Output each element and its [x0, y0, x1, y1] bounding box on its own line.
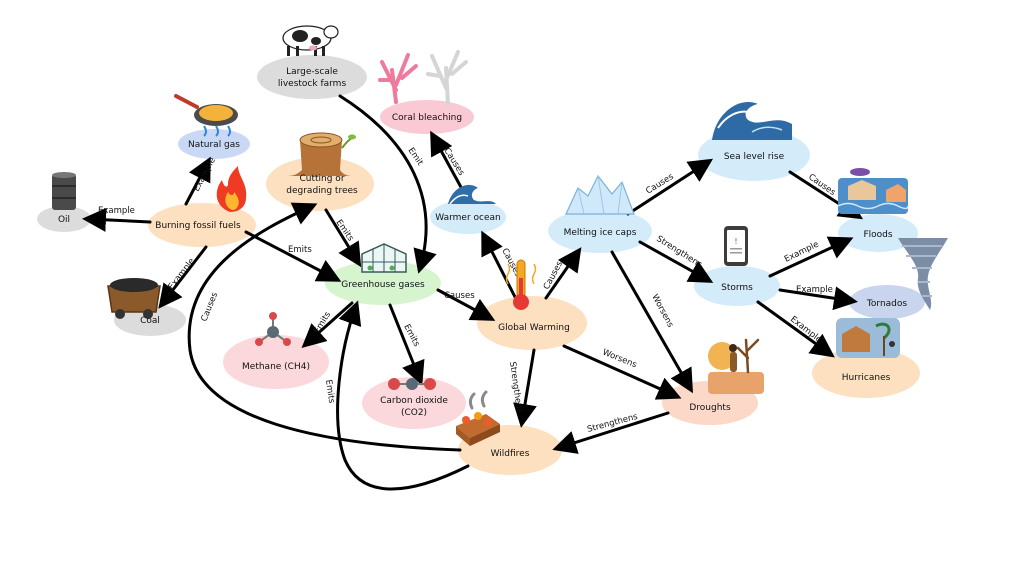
edge-label-storms-hurricanes: Example [788, 314, 823, 345]
edge-droughts-wildfires [552, 411, 670, 454]
edge-global-warming-melting [544, 247, 582, 300]
fire-icon [216, 166, 247, 212]
edge-greenhouse-global-warming [436, 288, 496, 321]
node-coral-bleaching [380, 100, 474, 134]
edge-trees-greenhouse [324, 208, 362, 268]
edge-storms-tornados [778, 286, 858, 311]
edge-label-fossil-greenhouse: Emits [288, 245, 312, 255]
methane-molecule-icon [255, 312, 291, 346]
edge-global-warming-wildfires [513, 348, 537, 428]
edge-label-wildfires-trees: Causes [200, 290, 221, 323]
edge-wildfires-greenhouse [336, 300, 470, 491]
label-tornados: Tornados [866, 299, 907, 309]
node-trees [266, 157, 374, 211]
node-tornados [849, 285, 925, 319]
edge-label-fossil-coal: Example [166, 257, 197, 292]
label-co2-line1: Carbon dioxide [380, 396, 448, 406]
label-livestock-line2: livestock farms [278, 79, 347, 89]
label-floods: Floods [863, 230, 892, 240]
edge-label-greenhouse-global-warming: Causes [444, 291, 475, 301]
label-livestock-line1: Large-scale [286, 67, 338, 77]
edge-label-global-warming-droughts: Worsens [601, 348, 639, 371]
edge-greenhouse-co2 [388, 303, 425, 386]
edge-livestock-greenhouse [338, 94, 437, 274]
node-fossil [148, 203, 256, 247]
label-storms: Storms [721, 283, 753, 293]
node-greenhouse [325, 261, 441, 305]
label-coal: Coal [140, 316, 160, 326]
edge-label-storms-tornados: Example [796, 285, 833, 295]
edge-label-wildfires-greenhouse: Emits [323, 379, 336, 404]
coral-icon [378, 50, 468, 106]
tornado-icon [898, 238, 948, 310]
node-warmer-ocean [430, 200, 506, 234]
tree-stump-icon [288, 132, 356, 176]
label-hurricanes: Hurricanes [842, 373, 891, 383]
label-fossil: Burning fossil fuels [155, 221, 241, 231]
edge-label-global-warming-wildfires: Strengthens [507, 361, 524, 414]
phone-alert-icon: ! [724, 226, 748, 266]
node-global-warming [477, 296, 587, 350]
edge-fossil-oil [82, 207, 152, 232]
flood-icon [837, 168, 909, 214]
edge-wildfires-trees [187, 202, 462, 452]
node-hurricanes [812, 348, 920, 398]
label-sea-level: Sea level rise [724, 152, 785, 162]
hurricane-icon [836, 318, 900, 358]
node-natural-gas [178, 129, 250, 159]
co2-molecule-icon [388, 378, 436, 390]
iceberg-icon [565, 174, 635, 215]
label-trees-line1: Cutting or [299, 174, 344, 184]
frying-pan-icon [174, 94, 238, 137]
node-methane [223, 335, 329, 389]
label-co2-line2: (CO2) [401, 408, 427, 418]
node-labels: Large-scale livestock farms Coral bleach… [58, 67, 907, 459]
edge-global-warming-warmer-ocean [481, 230, 517, 299]
label-coral-bleaching: Coral bleaching [392, 113, 462, 123]
label-droughts: Droughts [689, 403, 731, 413]
label-oil: Oil [58, 215, 70, 225]
label-natural-gas: Natural gas [188, 140, 240, 150]
node-co2 [362, 377, 466, 429]
edge-melting-storms [638, 240, 714, 283]
edge-label-fossil-natural-gas: Example [192, 156, 218, 193]
node-melting-ice [548, 209, 652, 253]
node-floods [838, 214, 918, 252]
label-trees-line2: degrading trees [286, 186, 358, 196]
label-wildfires: Wildfires [491, 449, 530, 459]
wave-icon [448, 184, 496, 205]
greenhouse-icon [361, 243, 407, 273]
label-greenhouse: Greenhouse gases [341, 280, 425, 290]
node-storms [694, 266, 780, 306]
edge-melting-sea-level [626, 158, 714, 216]
label-melting-ice: Melting ice caps [564, 228, 637, 238]
svg-text:!: ! [734, 237, 737, 246]
coal-cart-icon [107, 278, 161, 319]
label-warmer-ocean: Warmer ocean [435, 213, 500, 223]
edge-melting-droughts [610, 250, 693, 394]
edge-fossil-greenhouse [244, 230, 342, 282]
edge-fossil-natural-gas [184, 156, 211, 206]
node-oil [37, 206, 91, 232]
edges [82, 94, 864, 491]
big-wave-icon [712, 101, 792, 140]
node-livestock [257, 55, 367, 99]
edge-global-warming-droughts [562, 344, 682, 400]
icons: ! [52, 25, 948, 446]
node-sea-level [698, 129, 810, 181]
oil-barrel-icon [52, 172, 76, 210]
edge-label-fossil-oil: Example [98, 206, 135, 216]
wildfire-icon [456, 390, 500, 446]
label-global-warming: Global Warming [498, 323, 570, 333]
label-methane: Methane (CH4) [242, 362, 310, 372]
thermometer-icon [505, 259, 537, 310]
edge-storms-floods [768, 236, 854, 278]
edge-storms-hurricanes [756, 300, 835, 358]
cow-icon [282, 25, 339, 56]
drought-icon [708, 338, 764, 394]
edge-fossil-coal [158, 245, 208, 309]
